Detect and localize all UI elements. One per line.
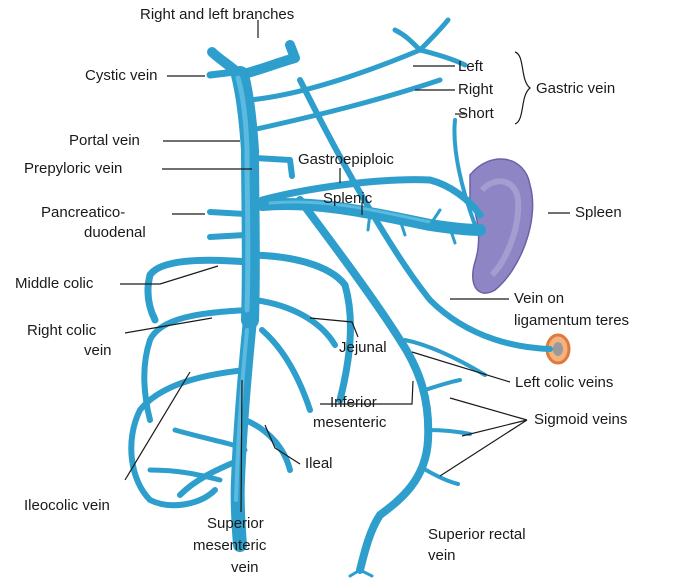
label-spleen: Spleen (575, 204, 622, 222)
label-right-colic-2: vein (84, 342, 112, 360)
label-portal-vein: Portal vein (69, 132, 140, 150)
label-right-left-branches: Right and left branches (140, 6, 294, 24)
label-pancreaticoduodenal-1: Pancreatico- (41, 204, 125, 222)
label-ileal: Ileal (305, 455, 333, 473)
label-inf-mes-1: Inferior (330, 394, 377, 412)
label-sup-mes-1: Superior (207, 515, 264, 533)
label-left-colic: Left colic veins (515, 374, 613, 392)
label-vein-on-2: ligamentum teres (514, 312, 629, 330)
label-pancreaticoduodenal-2: duodenal (84, 224, 146, 242)
umbilical-ring-center (553, 342, 563, 356)
label-gastric-vein: Gastric vein (536, 80, 615, 98)
label-left: Left (458, 58, 483, 76)
label-sup-mes-3: vein (231, 559, 259, 577)
label-jejunal: Jejunal (339, 339, 387, 357)
label-sup-rectal-1: Superior rectal (428, 526, 526, 544)
label-cystic-vein: Cystic vein (85, 67, 158, 85)
label-middle-colic: Middle colic (15, 275, 93, 293)
label-vein-on-1: Vein on (514, 290, 564, 308)
label-gastroepiploic: Gastroepiploic (298, 151, 394, 169)
label-ileocolic: Ileocolic vein (24, 497, 110, 515)
label-splenic: Splenic (323, 190, 372, 208)
label-sigmoid: Sigmoid veins (534, 411, 627, 429)
label-prepyloric-vein: Prepyloric vein (24, 160, 122, 178)
label-inf-mes-2: mesenteric (313, 414, 386, 432)
label-sup-mes-2: mesenteric (193, 537, 266, 555)
label-short: Short (458, 105, 494, 123)
label-sup-rectal-2: vein (428, 547, 456, 565)
label-right: Right (458, 81, 493, 99)
label-right-colic-1: Right colic (27, 322, 96, 340)
vein-tree (131, 20, 550, 576)
